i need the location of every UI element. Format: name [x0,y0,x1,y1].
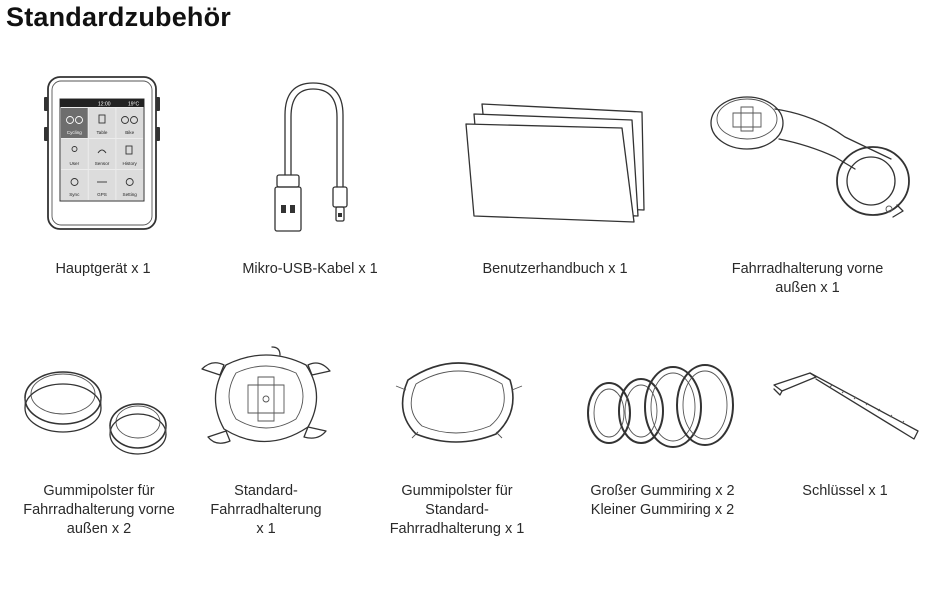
tile-table: Table [97,130,108,135]
tile-history: History [123,161,138,166]
out-front-mount-icon [710,96,910,218]
caption-standard-mount: Standard- Fahrradhalterung x 1 [210,483,322,537]
caption-usb-cable: Mikro-USB-Kabel x 1 [242,261,378,277]
caption-standard-mount-pad: Gummipolster für Standard- Fahrradhalter… [389,483,525,537]
rubber-pads-icon [24,371,167,455]
caption-rubber-rings: Großer Gummiring x 2 Kleiner Gummiring x… [590,483,735,518]
tile-cycling: Cycling [67,130,83,135]
tile-bike: Bike [125,130,134,135]
rubber-rings-icon [587,364,734,448]
tile-sensor: Sensor [95,161,110,166]
caption-rubber-pads: Gummipolster für Fahrradhalterung vorne … [23,483,175,537]
tile-gps: GPS [97,192,107,197]
tile-setting: Setting [123,192,138,197]
hex-key-icon [773,372,919,440]
standard-mount-pad-icon [395,362,523,443]
manual-icon [465,103,645,223]
caption-hex-key: Schlüssel x 1 [802,483,888,499]
status-temp: 19°C [128,102,140,108]
page-title: Standardzubehör [6,2,232,32]
caption-manual: Benutzerhandbuch x 1 [482,261,628,277]
status-time: 12:00 [98,102,111,108]
usb-cable-icon [274,82,348,232]
tile-user: User [69,161,79,166]
caption-out-front-mount: Fahrradhalterung vorne außen x 1 [731,261,884,296]
standard-mount-icon [201,346,331,444]
caption-main-unit: Hauptgerät x 1 [55,261,151,277]
bike-computer-icon: 12:00 19°C Cycling Table Bike User [44,76,160,230]
tile-sync: Sync [69,192,80,197]
